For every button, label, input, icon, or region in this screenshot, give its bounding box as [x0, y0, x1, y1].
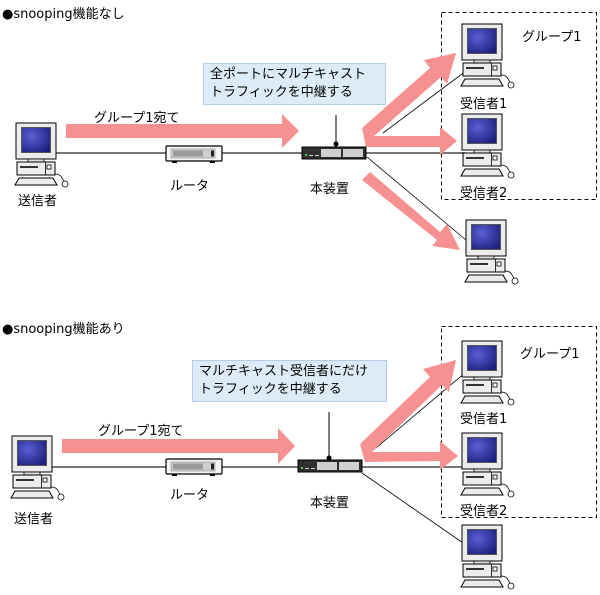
group-label: グループ1	[522, 30, 582, 45]
switch-icon	[297, 459, 363, 473]
callout-line: トラフィックを中継する	[199, 382, 342, 397]
traffic-arrow	[62, 428, 295, 464]
cable	[382, 70, 467, 134]
non-member-pc-icon	[464, 219, 519, 285]
receiver-label: 受信者2	[460, 186, 508, 201]
callout-pointer-dot	[333, 141, 339, 147]
callout-receivers-only: マルチキャスト受信者にだけ トラフィックを中継する	[192, 360, 387, 402]
receiver-pc-icon	[460, 23, 515, 89]
group-label: グループ1	[520, 347, 580, 362]
cable	[361, 472, 467, 546]
receiver-pc-icon	[460, 432, 515, 498]
sender-pc-icon	[14, 122, 69, 188]
flow-label: グループ1宛て	[94, 111, 180, 126]
sender-label: 送信者	[14, 512, 54, 527]
router-label: ルータ	[170, 488, 210, 503]
group-boundary	[441, 12, 597, 200]
receiver-label: 受信者1	[460, 412, 508, 427]
router-icon	[165, 458, 223, 477]
cable	[375, 371, 467, 449]
traffic-arrow	[362, 53, 456, 136]
callout-line: トラフィックを中継する	[210, 85, 353, 100]
traffic-arrow	[362, 127, 457, 155]
receiver-pc-icon	[460, 340, 515, 406]
flow-label: グループ1宛て	[98, 424, 184, 439]
sender-label: 送信者	[18, 194, 58, 209]
traffic-arrow	[360, 441, 458, 470]
traffic-arrow	[66, 114, 299, 148]
switch-label: 本装置	[310, 496, 350, 511]
section-with-snooping	[10, 326, 597, 590]
traffic-arrow	[362, 172, 460, 250]
callout-line: マルチキャスト受信者にだけ	[199, 364, 369, 379]
section-heading-with-snooping: ●snooping機能あり	[2, 322, 125, 337]
traffic-arrow	[360, 360, 456, 452]
receiver-label: 受信者1	[460, 97, 508, 112]
section-heading-without-snooping: ●snooping機能なし	[2, 7, 125, 22]
group-boundary	[441, 326, 597, 518]
cable	[366, 156, 467, 241]
non-member-pc-icon	[460, 524, 515, 590]
callout-line: 全ポートにマルチキャスト	[210, 67, 367, 82]
callout-all-ports: 全ポートにマルチキャスト トラフィックを中継する	[203, 63, 386, 105]
receiver-label: 受信者2	[460, 504, 508, 519]
receiver-pc-icon	[460, 113, 515, 179]
section-without-snooping	[14, 12, 597, 285]
callout-pointer-dot	[326, 455, 332, 461]
switch-icon	[301, 146, 367, 160]
router-icon	[165, 145, 223, 164]
router-label: ルータ	[170, 179, 210, 194]
switch-label: 本装置	[310, 182, 350, 197]
